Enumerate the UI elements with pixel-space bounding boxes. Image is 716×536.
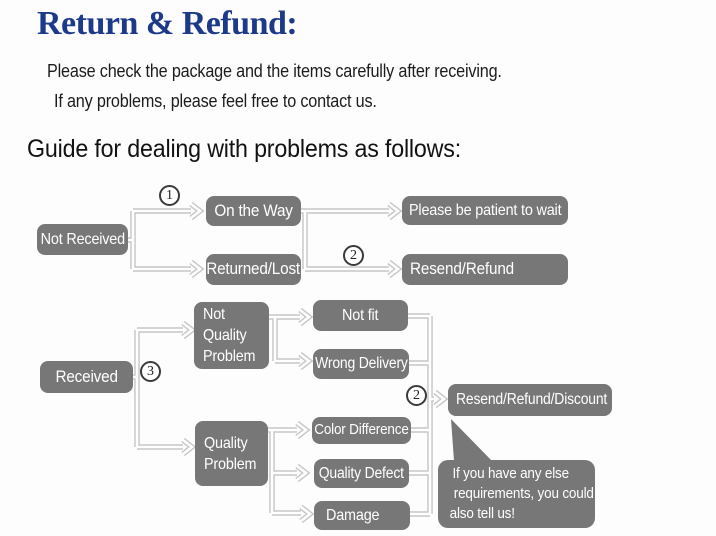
node-received: Received xyxy=(40,361,133,393)
node-damage: Damage xyxy=(314,501,410,530)
step-2-badge-bottom: 2 xyxy=(406,385,427,406)
node-color-difference: Color Difference xyxy=(312,417,411,444)
node-resend-refund: Resend/Refund xyxy=(402,254,568,285)
node-returned-lost: Returned/Lost xyxy=(206,254,301,285)
step-3-badge: 3 xyxy=(140,361,161,382)
node-not-fit: Not fit xyxy=(313,300,408,331)
node-quality-problem: Quality Problem xyxy=(195,421,268,486)
speech-bubble: If you have any else requirements, you c… xyxy=(438,460,595,528)
page-title: Return & Refund: xyxy=(37,5,298,42)
intro-line-1: Please check the package and the items c… xyxy=(47,61,502,81)
connector-rails-core xyxy=(128,202,447,523)
node-resend-refund-discount: Resend/Refund/Discount xyxy=(448,384,612,416)
node-quality-defect: Quality Defect xyxy=(314,459,409,488)
step-1-badge: 1 xyxy=(159,185,180,206)
node-not-received: Not Received xyxy=(37,224,128,255)
node-wrong-delivery: Wrong Delivery xyxy=(313,349,409,379)
node-not-quality-problem: Not Quality Problem xyxy=(194,302,269,369)
speech-bubble-tail xyxy=(451,419,492,461)
node-on-the-way: On the Way xyxy=(206,196,301,226)
intro-line-2: If any problems, please feel free to con… xyxy=(54,91,377,111)
guide-heading: Guide for dealing with problems as follo… xyxy=(27,135,461,163)
step-2-badge-top: 2 xyxy=(343,245,364,266)
node-please-be-patient: Please be patient to wait xyxy=(402,196,568,225)
